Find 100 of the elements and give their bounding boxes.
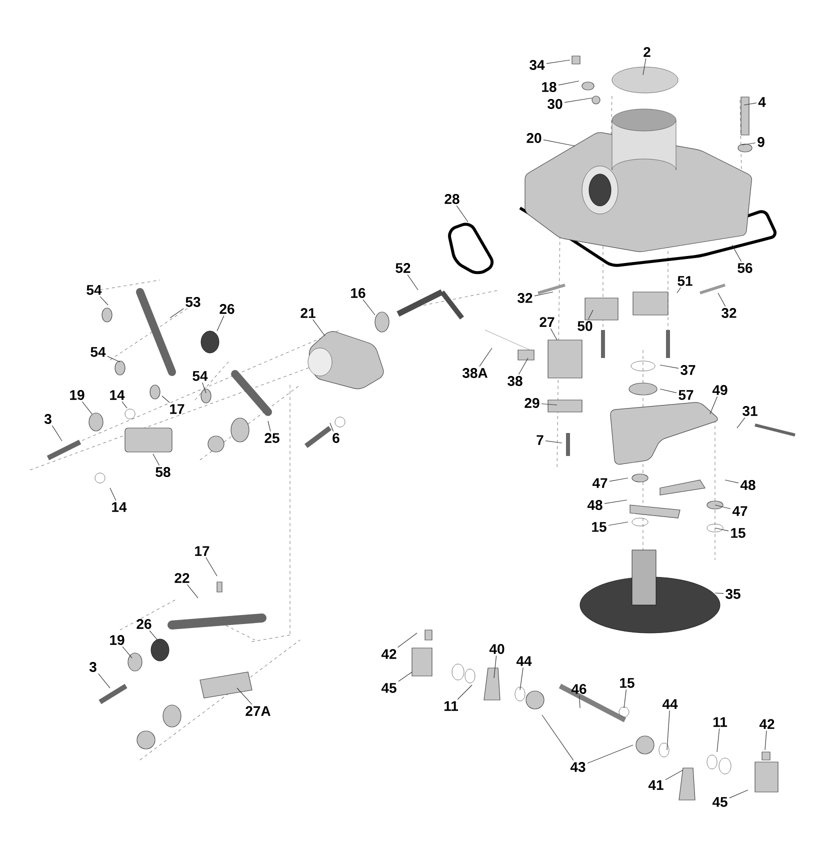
callout-number: 19 bbox=[110, 635, 124, 645]
leader-line bbox=[742, 142, 756, 146]
leader-line bbox=[479, 348, 492, 367]
leader-line bbox=[642, 58, 646, 76]
leader-line bbox=[666, 710, 670, 750]
leader-line bbox=[362, 299, 376, 316]
callout-number: 34 bbox=[530, 60, 545, 70]
leader-line bbox=[710, 396, 718, 414]
leader-line bbox=[398, 672, 412, 682]
leader-line bbox=[676, 287, 681, 294]
leader-line bbox=[579, 695, 580, 708]
leader-line bbox=[660, 388, 677, 394]
callout-number: 57 bbox=[678, 390, 694, 400]
leader-line bbox=[107, 356, 120, 362]
callout-number: 28 bbox=[444, 194, 460, 204]
leader-line bbox=[82, 401, 92, 414]
leader-line bbox=[624, 689, 627, 708]
leader-line bbox=[543, 140, 576, 146]
leader-line bbox=[268, 420, 271, 432]
leader-line bbox=[546, 60, 570, 64]
leader-line bbox=[149, 630, 160, 644]
leader-line bbox=[98, 673, 110, 688]
leader-line bbox=[660, 364, 679, 369]
callout-number: 38A bbox=[462, 368, 488, 378]
callout-number: 14 bbox=[112, 502, 127, 512]
callout-number: 52 bbox=[396, 263, 410, 273]
callout-number: 51 bbox=[678, 276, 692, 286]
leader-line bbox=[202, 382, 206, 394]
leader-line bbox=[558, 80, 580, 86]
leader-line bbox=[162, 396, 170, 403]
callout-number: 27 bbox=[540, 317, 554, 327]
leader-line bbox=[122, 646, 132, 658]
callout-number: 3 bbox=[89, 662, 96, 672]
callout-number: 25 bbox=[264, 433, 280, 443]
leader-line bbox=[718, 292, 726, 307]
leader-line bbox=[550, 328, 558, 340]
callout-number: 17 bbox=[170, 404, 184, 414]
leader-line bbox=[604, 500, 628, 504]
leader-line bbox=[764, 730, 767, 750]
callout-number: 27A bbox=[246, 706, 270, 716]
callout-number: 47 bbox=[732, 506, 748, 516]
callout-number: 3 bbox=[44, 414, 52, 424]
leader-line bbox=[186, 584, 198, 598]
leader-line bbox=[736, 417, 746, 428]
callout-number: 17 bbox=[195, 546, 210, 556]
callout-number: 37 bbox=[680, 365, 696, 375]
leader-line bbox=[206, 557, 218, 576]
callout-number: 48 bbox=[740, 480, 756, 490]
callout-number: 53 bbox=[186, 297, 200, 307]
leader-line bbox=[564, 98, 592, 103]
leader-line bbox=[609, 478, 628, 482]
callout-number: 49 bbox=[712, 385, 728, 395]
callout-number: 2 bbox=[644, 47, 650, 57]
leader-line bbox=[587, 744, 634, 764]
callout-number: 38 bbox=[508, 376, 522, 386]
leader-line bbox=[542, 714, 574, 761]
callout-number: 44 bbox=[662, 699, 678, 709]
callout-number: 44 bbox=[516, 656, 532, 666]
leader-line bbox=[457, 684, 472, 700]
callout-number: 47 bbox=[592, 478, 608, 488]
leader-line bbox=[588, 310, 594, 320]
leader-line bbox=[744, 102, 757, 106]
callout-number: 6 bbox=[332, 433, 340, 443]
callout-number: 15 bbox=[620, 678, 634, 688]
leader-line bbox=[520, 667, 524, 690]
leader-line bbox=[716, 728, 720, 752]
callout-number: 14 bbox=[110, 390, 125, 400]
callout-number: 11 bbox=[714, 717, 728, 727]
callout-number: 15 bbox=[731, 528, 746, 538]
leader-line bbox=[407, 274, 418, 290]
leader-line bbox=[534, 292, 554, 296]
callout-number: 40 bbox=[489, 644, 504, 654]
callout-number: 19 bbox=[70, 390, 84, 400]
callout-number: 31 bbox=[742, 406, 758, 416]
leader-line bbox=[714, 528, 729, 532]
callout-number: 32 bbox=[518, 293, 532, 303]
callout-number: 29 bbox=[524, 398, 540, 408]
callout-number: 46 bbox=[571, 684, 586, 694]
callout-number: 48 bbox=[587, 500, 602, 510]
leader-line bbox=[398, 632, 418, 648]
callout-number: 16 bbox=[351, 288, 366, 298]
callout-number: 56 bbox=[738, 263, 752, 273]
leader-line bbox=[236, 688, 252, 705]
leader-line bbox=[456, 205, 468, 222]
callout-number: 50 bbox=[578, 321, 592, 331]
callout-number: 35 bbox=[726, 589, 740, 599]
leader-line bbox=[122, 401, 128, 408]
callout-number: 58 bbox=[156, 467, 170, 477]
callout-number: 45 bbox=[381, 683, 396, 693]
callout-number: 42 bbox=[381, 649, 396, 659]
leader-line bbox=[608, 522, 628, 526]
callout-number: 18 bbox=[542, 82, 556, 92]
callout-number: 26 bbox=[220, 304, 234, 314]
leader-line bbox=[330, 422, 334, 432]
leader-line bbox=[729, 790, 748, 798]
leader-line bbox=[494, 655, 497, 678]
callout-number: 20 bbox=[526, 133, 542, 143]
callout-number: 54 bbox=[90, 347, 106, 357]
leader-line bbox=[714, 504, 731, 510]
leader-line bbox=[52, 425, 62, 442]
